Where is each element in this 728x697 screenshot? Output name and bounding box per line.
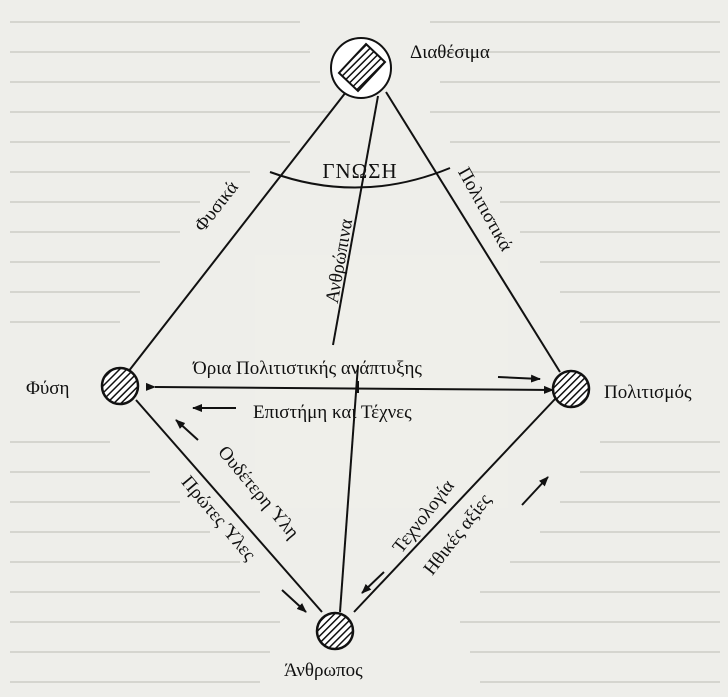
node-man	[315, 611, 355, 651]
arrow-neutral-to-nature	[175, 419, 199, 441]
edge-center-man	[339, 364, 359, 613]
side-arrows	[175, 374, 549, 613]
edge-nature-man	[135, 399, 323, 613]
label-limits: Όρια Πολιτιστικής ανάπτυξης	[192, 358, 422, 379]
label-knowledge: ΓΝΩΣΗ	[322, 159, 397, 183]
label-civilization: Πολιτισμός	[604, 382, 692, 403]
arrow-raw-to-man	[281, 589, 307, 613]
arrow-technology-to-man	[361, 571, 385, 594]
edge-civilization-man	[353, 397, 557, 613]
edge-resources-nature	[127, 91, 347, 373]
diagram-edges	[127, 91, 561, 613]
arrow-limits-to-civilization	[497, 374, 541, 383]
label-resources: Διαθέσιμα	[410, 42, 490, 63]
node-nature	[100, 366, 140, 406]
edge-nature-civilization	[145, 382, 554, 394]
edge-human-resources	[332, 95, 379, 346]
label-man: Άνθρωπος	[284, 660, 363, 681]
label-nature: Φύση	[26, 378, 69, 399]
label-science-arts: Επιστήμη και Τέχνες	[253, 402, 412, 423]
arrow-ethics-to-civilization	[521, 476, 549, 506]
edge-resources-civilization	[385, 91, 561, 373]
node-resources	[330, 37, 392, 99]
knowledge-arc	[269, 167, 451, 189]
node-civilization	[551, 369, 591, 409]
